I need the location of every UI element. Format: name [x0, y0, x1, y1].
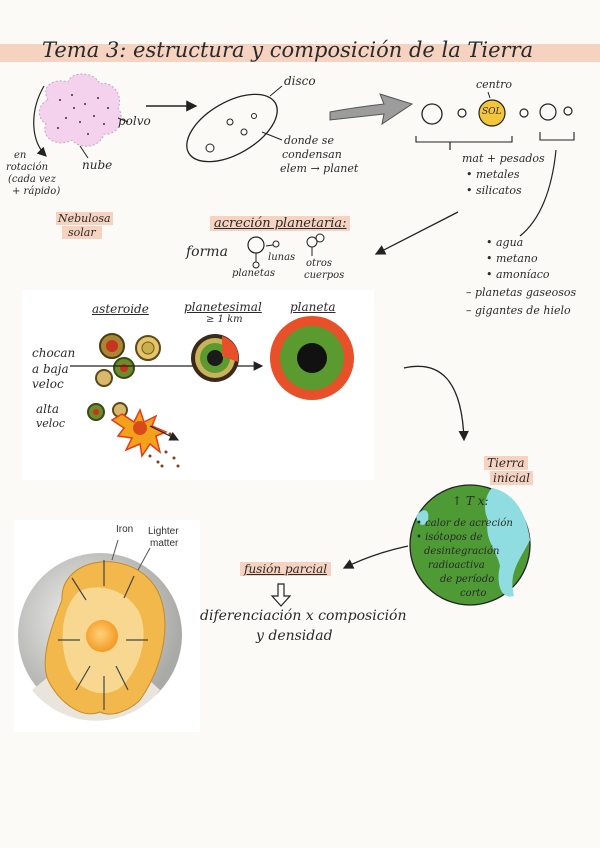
heat-line-3: desintegración — [424, 546, 500, 557]
rotation-line-2: rotación — [6, 162, 49, 173]
early-earth-label-2: inicial — [490, 471, 533, 485]
centro-label: centro — [476, 78, 513, 91]
alta-line-2: veloc — [36, 417, 66, 430]
rotation-line-4: + rápido) — [12, 186, 61, 197]
planetesimal-icon — [191, 334, 239, 382]
early-earth-label-1: Tierra — [484, 456, 528, 470]
outer-line-5: – gigantes de hielo — [466, 304, 571, 317]
outer-line-2: • metano — [486, 252, 538, 265]
alta-line-1: alta — [36, 402, 59, 416]
size-label: ≥ 1 km — [206, 314, 243, 325]
outer-line-4: – planetas gaseosos — [466, 286, 577, 299]
iron-label: Iron — [116, 524, 134, 535]
rotation-line-3: (cada vez — [8, 174, 56, 185]
big-arrow-icon — [329, 93, 414, 126]
disk-note-1: donde se — [284, 134, 334, 147]
page-title: Tema 3: estructura y composición de la T… — [42, 38, 534, 62]
heat-line-2: • isótopos de — [416, 532, 483, 543]
otros-label: otros — [306, 258, 332, 269]
lighter-label-2: matter — [150, 538, 179, 549]
collision-icon — [110, 408, 180, 468]
heat-line-6: corto — [460, 588, 487, 599]
inner-line-1: mat + pesados — [462, 152, 545, 165]
heat-line-1: • calor de acreción — [416, 518, 513, 529]
line-outer — [519, 149, 557, 237]
arrow-to-fusion — [342, 545, 409, 569]
sol-label: SOL — [482, 107, 502, 117]
disk-note-2: condensan — [282, 148, 342, 161]
differentiated-globe-icon — [18, 539, 182, 721]
title-highlight — [0, 44, 600, 62]
forma-icons — [247, 233, 325, 269]
arrow-to-early-earth — [403, 365, 469, 442]
cuerpos-label: cuerpos — [304, 270, 345, 281]
disco-label: disco — [284, 74, 316, 88]
heat-line-4: radioactiva — [428, 560, 485, 571]
planet-icon — [270, 316, 354, 400]
heat-title: ↑ T x: — [452, 494, 489, 508]
rotation-line-1: en — [14, 150, 27, 161]
inner-line-3: • silicatos — [466, 184, 522, 197]
polvo-label: polvo — [118, 114, 151, 128]
nube-label: nube — [82, 158, 113, 172]
solar-system-icon — [415, 91, 575, 150]
planetas-label: planetas — [232, 268, 276, 279]
nebula-label-line-1: Nebulosa — [56, 212, 113, 225]
forma-label: forma — [186, 244, 228, 260]
inner-line-2: • metales — [466, 168, 520, 181]
chocan-line-3: veloc — [32, 377, 64, 391]
outer-line-1: • agua — [486, 236, 524, 249]
heat-line-5: de período — [440, 574, 495, 585]
outer-line-3: • amoníaco — [486, 268, 550, 281]
fusion-label: fusión parcial — [240, 562, 332, 576]
chocan-line-1: chocan — [32, 346, 76, 360]
asteroide-label: asteroide — [92, 302, 149, 316]
nebula-label-line-2: solar — [62, 226, 102, 239]
nebula-icon — [33, 73, 129, 159]
arrow-to-accretion — [374, 211, 459, 255]
disk-note-3: elem → planet — [280, 162, 359, 175]
planeta-label: planeta — [290, 300, 336, 314]
result-line-2: y densidad — [256, 628, 333, 644]
early-earth-icon — [409, 484, 531, 606]
chocan-line-2: a baja — [32, 362, 69, 376]
down-arrow-icon — [270, 583, 292, 607]
lunas-label: lunas — [268, 252, 296, 263]
result-line-1: diferenciación x composición — [200, 608, 407, 624]
disk-icon — [186, 85, 283, 163]
accretion-heading: acreción planetaria: — [210, 216, 351, 231]
planetesimal-label: planetesimal — [184, 300, 262, 314]
lighter-label-1: Lighter — [148, 526, 179, 537]
